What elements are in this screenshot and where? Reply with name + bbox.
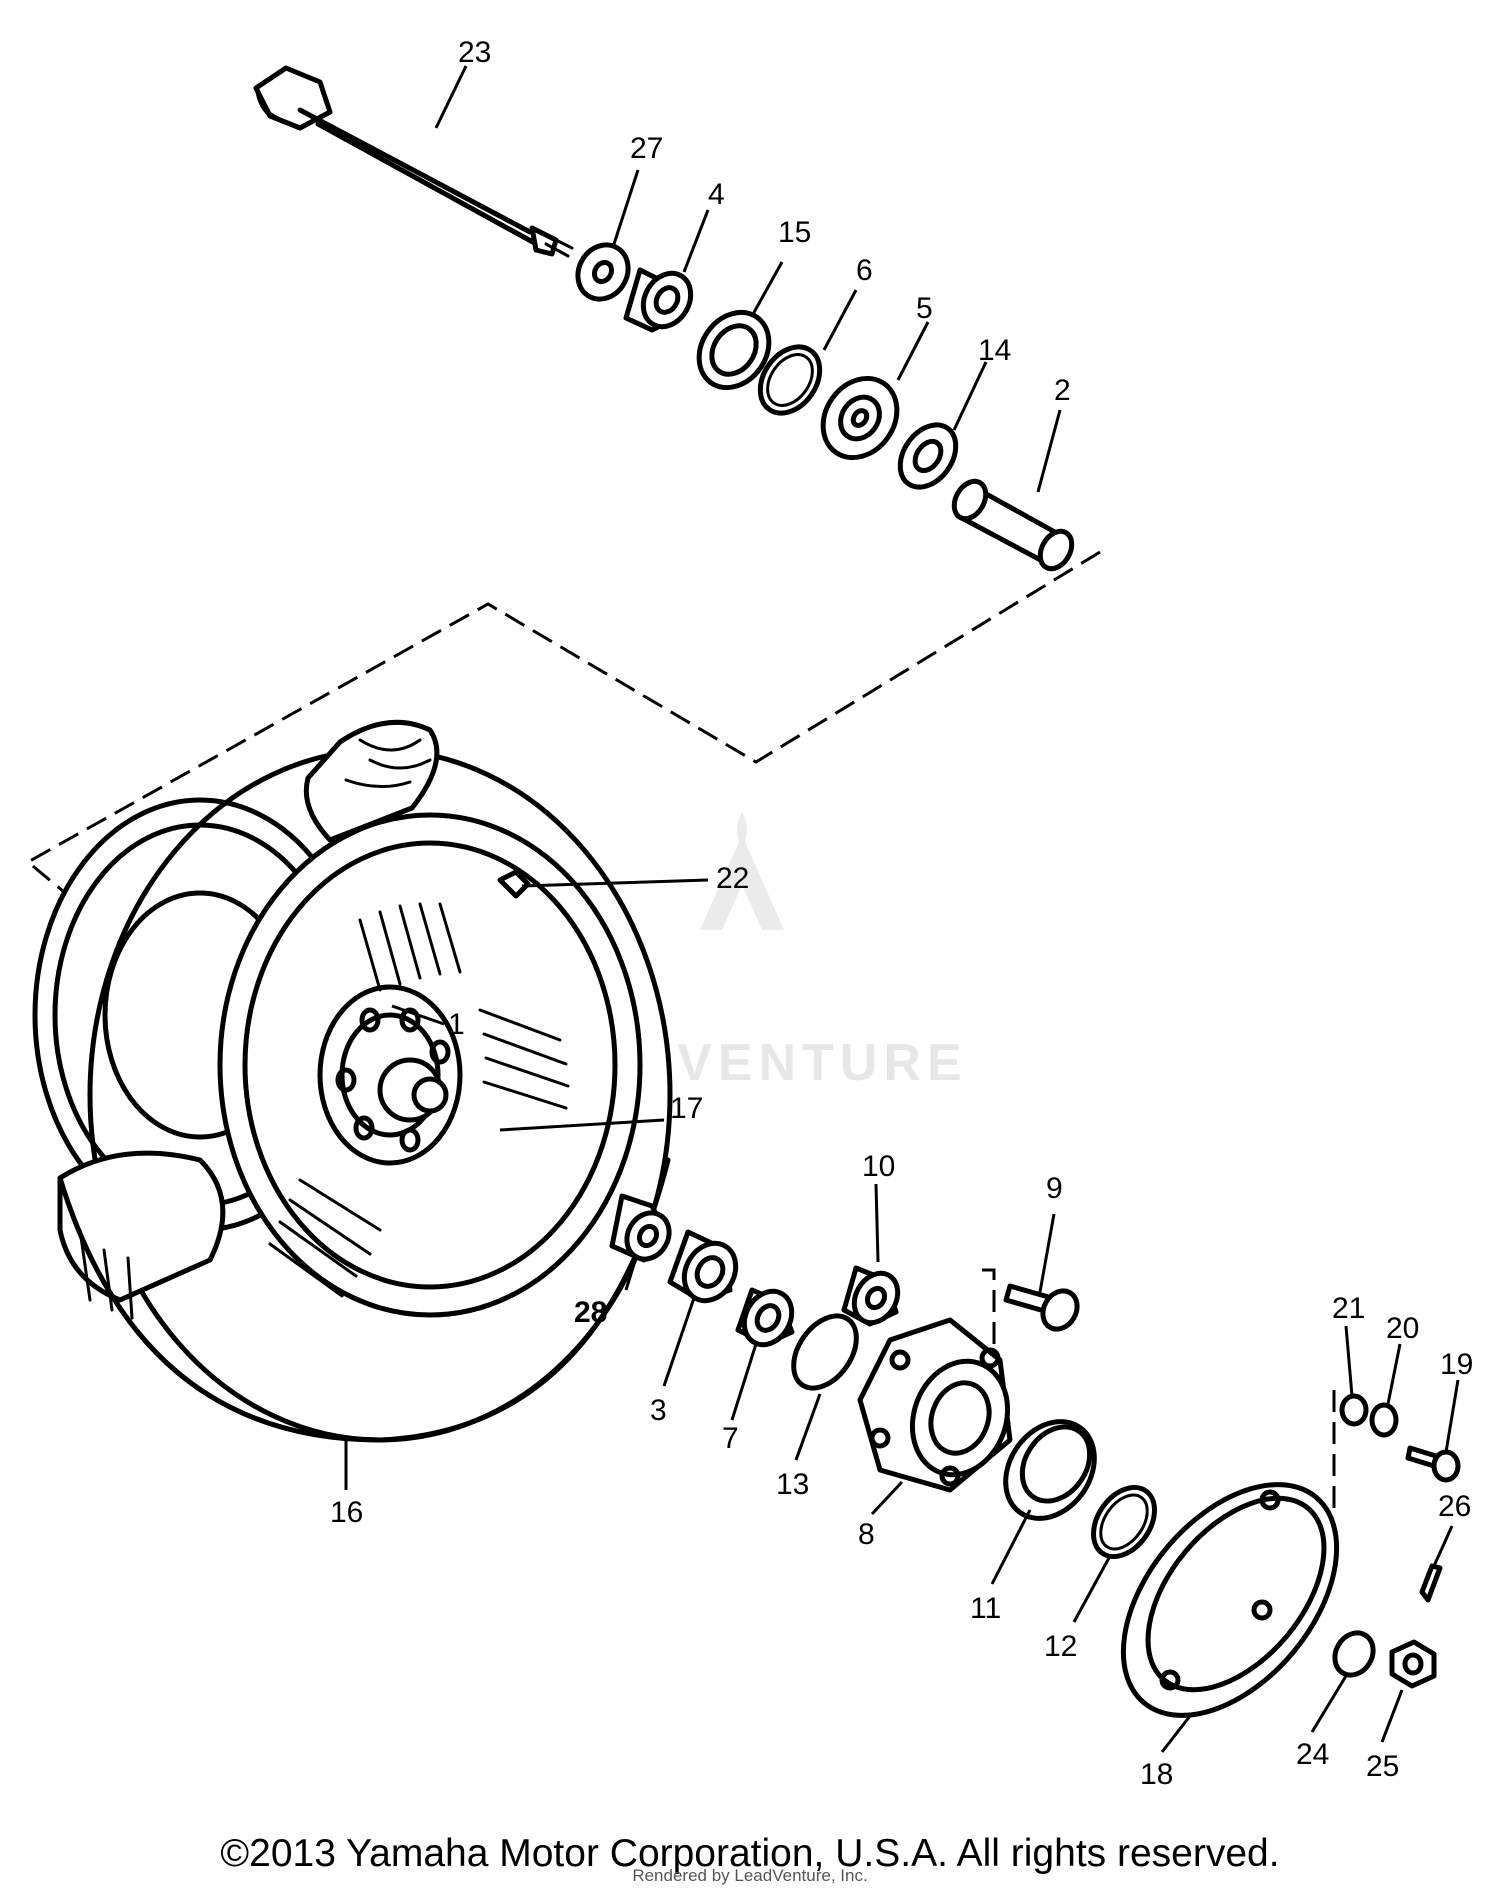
part-label-9: 9 (1046, 1172, 1063, 1205)
axle-23 (253, 65, 574, 258)
part-label-10: 10 (862, 1150, 895, 1183)
part-label-16: 16 (330, 1496, 363, 1529)
part-label-28: 28 (574, 1296, 607, 1329)
part-labels: 23 27 4 15 6 5 14 2 22 1 17 10 9 28 3 7 … (330, 36, 1473, 1791)
part-label-2: 2 (1054, 374, 1071, 407)
washer-20 (1369, 1402, 1399, 1438)
rendered-by-note: Rendered by LeadVenture, Inc. (632, 1866, 868, 1885)
nut-25 (1389, 1639, 1437, 1689)
part-label-8: 8 (858, 1518, 875, 1551)
collar-10 (841, 1265, 901, 1327)
part-label-14: 14 (978, 334, 1011, 367)
oil-seal-15 (696, 309, 772, 391)
part-label-27: 27 (630, 132, 663, 165)
washer-24 (1332, 1630, 1376, 1678)
part-label-6: 6 (856, 254, 873, 287)
washer-27 (575, 242, 631, 302)
leader-lines (344, 65, 1460, 1753)
bearing-3 (667, 1229, 739, 1304)
brake-cover-18 (1120, 1482, 1340, 1718)
part-label-5: 5 (916, 292, 933, 325)
part-label-20: 20 (1386, 1312, 1419, 1345)
part-label-1: 1 (448, 1008, 465, 1041)
washer-21 (1339, 1393, 1369, 1427)
spacer-2 (951, 478, 1075, 572)
part-label-17: 17 (670, 1092, 703, 1125)
part-label-23: 23 (458, 36, 491, 69)
circlip-6 (757, 344, 823, 416)
part-label-7: 7 (722, 1422, 739, 1455)
part-label-15: 15 (778, 216, 811, 249)
bolt-19 (1405, 1445, 1461, 1483)
collar-4 (623, 267, 694, 333)
oil-seal-14 (897, 422, 959, 490)
part-label-24: 24 (1296, 1738, 1329, 1771)
part-label-25: 25 (1366, 1750, 1399, 1783)
oil-seal-7 (735, 1287, 795, 1348)
part-label-13: 13 (776, 1468, 809, 1501)
bolt-9 (1003, 1283, 1080, 1332)
cotter-pin-26 (1419, 1563, 1443, 1603)
copyright-notice: ©2013 Yamaha Motor Corporation, U.S.A. A… (220, 1832, 1280, 1875)
o-ring-13 (791, 1313, 859, 1391)
circlip-12 (1091, 1484, 1157, 1560)
part-label-18: 18 (1140, 1758, 1173, 1791)
wheel-tire-16 (32, 719, 673, 1443)
alignment-line-bolt-9 (982, 1268, 996, 1346)
part-label-4: 4 (708, 178, 725, 211)
part-label-11: 11 (970, 1592, 1001, 1625)
part-label-19: 19 (1440, 1348, 1473, 1381)
part-label-3: 3 (650, 1394, 667, 1427)
part-label-26: 26 (1438, 1490, 1471, 1523)
bearing-11 (1003, 1419, 1097, 1521)
part-label-21: 21 (1332, 1292, 1365, 1325)
alignment-frame-upper (25, 550, 1101, 894)
collar-28 (609, 1193, 672, 1263)
bearing-5 (820, 375, 900, 461)
sprocket-hub-8 (857, 1317, 1013, 1493)
part-label-22: 22 (716, 862, 749, 895)
part-label-12: 12 (1044, 1630, 1077, 1663)
